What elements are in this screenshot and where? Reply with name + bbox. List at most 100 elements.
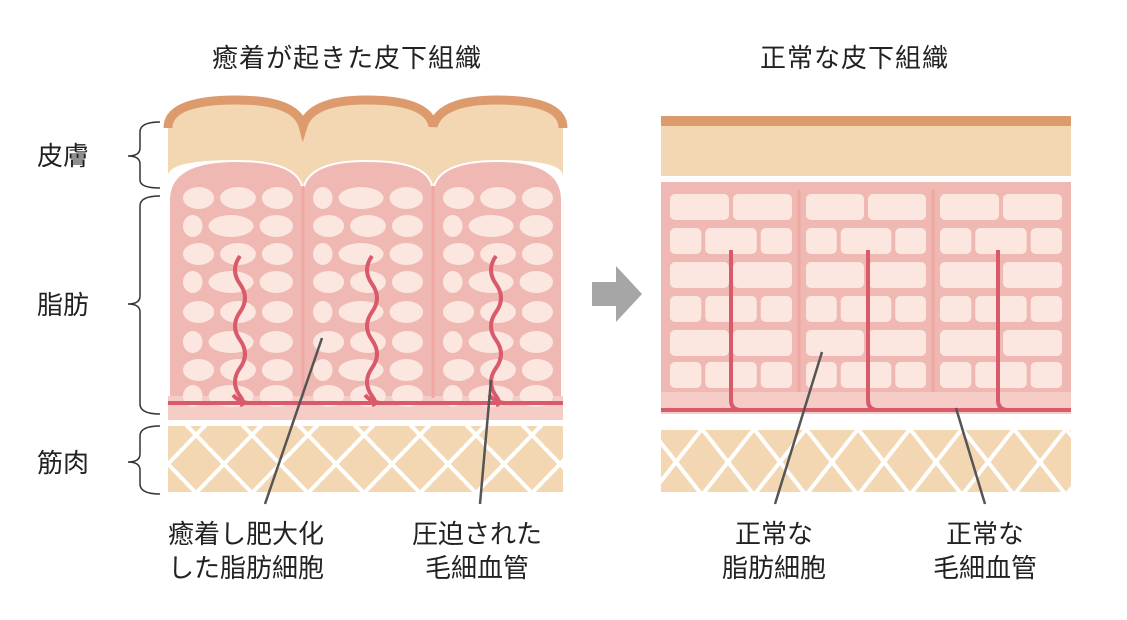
fat-cell [259,215,293,237]
leader-lines [263,337,987,505]
right-fat-cells [670,194,1062,388]
fat-cell [760,362,792,388]
fat-cell [895,362,926,388]
fat-cell [313,271,345,293]
fat-cell [733,194,792,220]
leader-left-fat [263,337,324,505]
caption-adhered-fat-cells: 癒着し肥大化 した脂肪細胞 [168,520,325,584]
left-wavy-vessel-1 [233,254,247,407]
left-wavy-vessel-3 [489,254,503,407]
leader-right-fat [773,351,824,505]
fat-cell [1003,262,1062,288]
fat-cell [705,228,757,254]
fat-cell [806,330,864,356]
fat-cell [443,301,475,323]
left-wavy-vessel-2 [365,254,379,407]
fat-cell [480,243,516,265]
fat-cell [391,331,423,353]
fat-cell [443,271,463,293]
fat-cell [468,271,514,293]
left-muscle-layer [168,426,563,492]
fat-cell [760,228,792,254]
fat-cell [313,359,333,381]
fat-cell [261,359,293,381]
fat-cell [868,330,926,356]
fat-cell [480,187,516,209]
fat-cell [443,331,463,353]
fat-cell [940,296,972,322]
bracket-muscle [127,425,161,495]
fat-cell [1030,296,1062,322]
fat-cell [208,215,254,237]
fat-cell [391,271,423,293]
fat-cell [443,187,475,209]
fat-cell [183,243,215,265]
fat-cell [208,271,254,293]
fat-cell [443,215,463,237]
fat-cell [521,187,553,209]
fat-cell [840,228,892,254]
fat-cell [183,271,203,293]
fat-cell [670,228,702,254]
fat-cell [806,262,864,288]
right-straight-vessel-2 [866,250,879,412]
layer-brackets [127,121,161,495]
fat-cell [895,228,926,254]
fat-cell [940,194,999,220]
fat-cell [1003,330,1062,356]
fat-cell [806,296,837,322]
fat-cell [389,187,423,209]
right-muscle-layer [661,430,1071,492]
fat-cell [220,187,256,209]
fat-cell [183,359,215,381]
fat-cell [338,187,384,209]
leader-left-vessel [478,379,493,505]
caption-normal-capillaries: 正常な 毛細血管 [933,520,1038,584]
fat-cell [670,296,702,322]
caption-compressed-capillaries: 圧迫された 毛細血管 [412,520,543,584]
fat-cell [760,296,792,322]
bracket-skin [127,121,161,189]
fat-cell [868,262,926,288]
fat-cell [975,228,1027,254]
fat-cell [313,243,333,265]
right-straight-vessel-1 [729,250,742,412]
fat-cell [443,243,475,265]
fat-cell [975,362,1027,388]
fat-cell [468,331,514,353]
fat-cell [519,331,554,353]
fat-cell [313,215,345,237]
fat-cell [261,187,293,209]
fat-cell [313,187,333,209]
fat-cell [733,262,792,288]
label-muscle: 筋肉 [37,449,90,479]
left-skin-layer [163,95,568,186]
fat-cell [261,243,293,265]
fat-cell [480,359,516,381]
caption-normal-fat-cells: 正常な 脂肪細胞 [722,520,827,584]
fat-cell [208,331,254,353]
label-skin: 皮膚 [37,142,90,172]
fat-cell [940,228,972,254]
arrow-icon [592,266,642,322]
fat-cell [940,262,999,288]
fat-cell [975,296,1027,322]
fat-cell [670,362,702,388]
fat-cell [261,301,293,323]
label-fat: 脂肪 [37,291,90,321]
fat-cell [220,243,256,265]
fat-cell [1003,194,1062,220]
fat-cell [733,330,792,356]
fat-cell [183,187,215,209]
fat-cell [338,301,384,323]
fat-cell [670,330,729,356]
fat-cell [183,331,203,353]
fat-cell [313,301,333,323]
fat-cell [521,301,553,323]
fat-cell [389,301,423,323]
fat-cell [940,362,972,388]
right-fat-layer [661,182,1071,414]
fat-cell [259,331,293,353]
leader-right-vessel [954,407,987,505]
